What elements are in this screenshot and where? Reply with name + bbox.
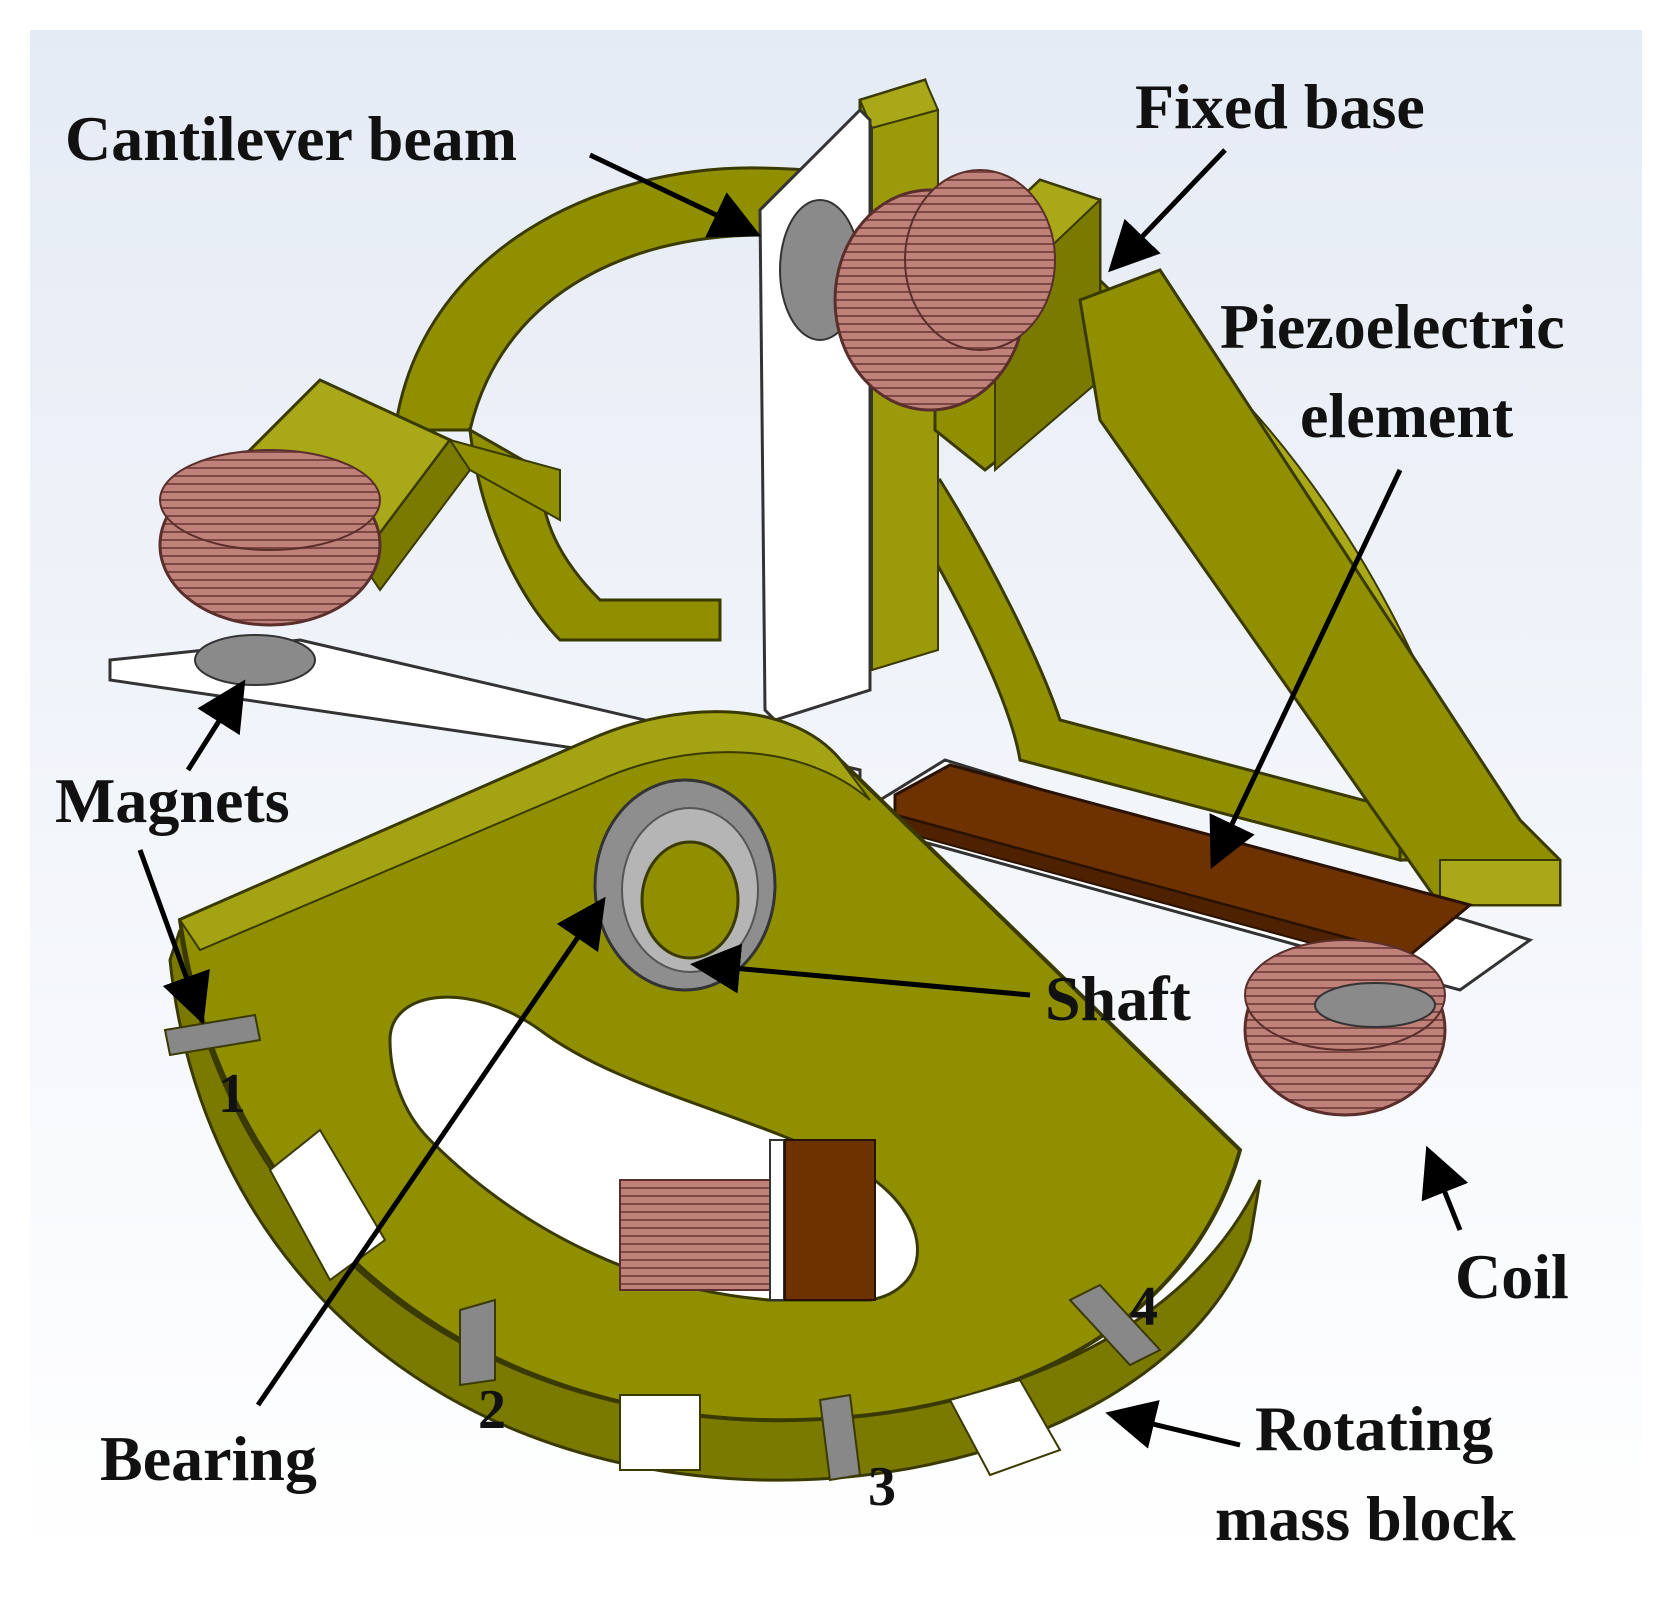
- arrow-cantilever-beam: [588, 152, 762, 238]
- label-rotating-line1: Rotating: [1255, 1393, 1493, 1464]
- arrow-rotating-mass-block: [1105, 1400, 1241, 1449]
- piezoelectric-element: [878, 758, 1534, 992]
- label-shaft: Shaft: [1045, 963, 1192, 1034]
- arrow-magnet-slot: [137, 849, 210, 1025]
- top-coil: [779, 169, 1056, 412]
- label-piezoelectric-line2: element: [1300, 380, 1514, 451]
- left-coil: [158, 449, 382, 686]
- arrow-fixed-base: [1108, 148, 1227, 273]
- right-coil: [1243, 939, 1447, 1117]
- arrow-piezoelectric-element: [1209, 468, 1403, 870]
- slot-number-2: 2: [478, 1379, 506, 1441]
- label-rotating-line2: mass block: [1215, 1483, 1516, 1554]
- label-fixed-base: Fixed base: [1135, 71, 1425, 142]
- slot-number-3: 3: [868, 1456, 896, 1518]
- label-bearing: Bearing: [100, 1423, 317, 1494]
- label-coil: Coil: [1455, 1241, 1569, 1312]
- arrow-bearing: [255, 896, 606, 1407]
- rotating-mass-block: [163, 710, 1262, 1482]
- arrow-shaft: [690, 943, 1031, 998]
- leader-arrows: [137, 148, 1469, 1449]
- label-cantilever-beam: Cantilever beam: [65, 103, 517, 174]
- label-piezoelectric-line1: Piezoelectric: [1220, 291, 1565, 362]
- slot-number-1: 1: [218, 1063, 246, 1125]
- label-magnets: Magnets: [55, 765, 290, 836]
- arrow-coil: [1421, 1145, 1469, 1231]
- slot-number-4: 4: [1130, 1276, 1158, 1338]
- arrow-magnets: [185, 679, 246, 772]
